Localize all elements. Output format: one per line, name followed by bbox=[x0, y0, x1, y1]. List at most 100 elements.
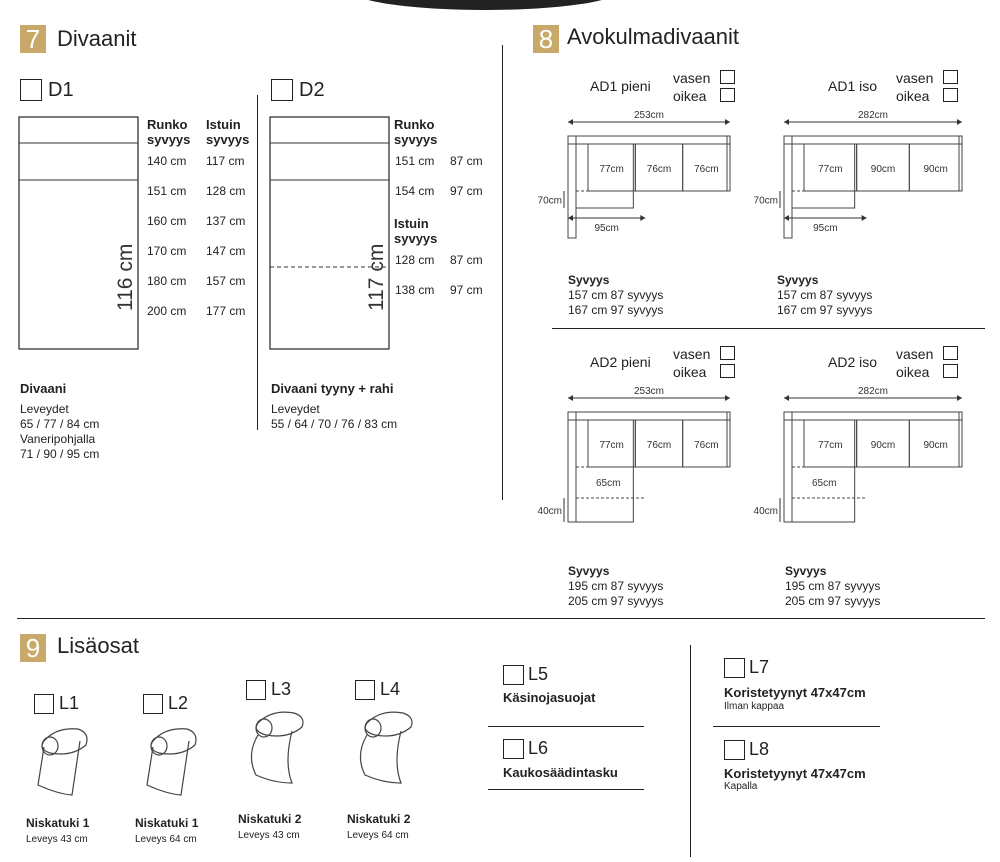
headrest-checkbox[interactable] bbox=[34, 694, 54, 714]
d2-frame-seat-depth: 87 cm bbox=[450, 154, 483, 168]
d2-frame-depth: 154 cm bbox=[395, 184, 435, 198]
headrest-code: L2 bbox=[168, 693, 189, 713]
seat-cell bbox=[908, 419, 963, 468]
d2-seat-depth: 138 cm bbox=[395, 283, 435, 297]
headrest-illustration bbox=[146, 728, 197, 796]
d2-widths: 55 / 64 / 70 / 76 / 83 cm bbox=[271, 417, 398, 431]
back-cushion bbox=[783, 411, 963, 421]
d2-widths-label: Leveydet bbox=[271, 402, 320, 416]
d1-seat-depth: 128 cm bbox=[206, 184, 246, 198]
ad-side-left-label: vasen bbox=[896, 70, 934, 86]
ad-depth-line: 195 cm 87 syvyys bbox=[568, 579, 664, 593]
d2-checkbox[interactable] bbox=[271, 79, 293, 101]
d1-header-frame-line2: syvyys bbox=[147, 132, 191, 147]
headrest-width: Leveys 43 cm bbox=[26, 834, 88, 845]
ad-depth-line: 195 cm 87 syvyys bbox=[785, 579, 881, 593]
d1-checkbox[interactable] bbox=[20, 79, 42, 101]
headrest-checkbox[interactable] bbox=[246, 680, 266, 700]
l8-checkbox[interactable] bbox=[724, 740, 745, 760]
headrest-name: Niskatuki 1 bbox=[26, 816, 90, 830]
l7-checkbox[interactable] bbox=[724, 658, 745, 678]
ad-depth-line: 157 cm 87 syvyys bbox=[777, 288, 873, 302]
d1-seat-depth: 147 cm bbox=[206, 244, 246, 258]
chaise-outline bbox=[791, 143, 856, 209]
d1-frame-depth: 140 cm bbox=[147, 154, 187, 168]
headrest-checkbox[interactable] bbox=[355, 680, 375, 700]
total-width-label: 253cm bbox=[634, 110, 664, 121]
d1-frame-depth: 170 cm bbox=[147, 244, 187, 258]
d2-header-seat-line1: Istuin bbox=[394, 216, 429, 231]
section-8-number: 8 bbox=[533, 25, 559, 53]
l6-code: L6 bbox=[528, 738, 549, 758]
l5-checkbox[interactable] bbox=[503, 665, 524, 685]
d1-name: Divaani bbox=[20, 381, 67, 396]
headrest-width: Leveys 43 cm bbox=[238, 830, 300, 841]
seat-width-label: 90cm bbox=[871, 164, 895, 175]
ad-side-left-checkbox[interactable] bbox=[943, 346, 958, 360]
chaise-width-label: 95cm bbox=[813, 223, 837, 234]
headrest-name: Niskatuki 1 bbox=[135, 816, 199, 830]
d2-header-frame-line2: syvyys bbox=[394, 132, 438, 147]
l6-checkbox[interactable] bbox=[503, 739, 524, 759]
ad-side-left-checkbox[interactable] bbox=[720, 346, 735, 360]
headrest-name: Niskatuki 2 bbox=[238, 812, 302, 826]
l8-sub: Kapalla bbox=[724, 781, 758, 792]
d1-code: D1 bbox=[48, 79, 74, 101]
headrest-roll bbox=[41, 728, 88, 755]
ad-depth-title: Syvyys bbox=[568, 564, 610, 578]
ad-side-left-checkbox[interactable] bbox=[943, 70, 958, 84]
d2-header-frame-line1: Runko bbox=[394, 117, 435, 132]
ad-name: AD1 pieni bbox=[590, 78, 651, 94]
ad-side-right-checkbox[interactable] bbox=[943, 88, 958, 102]
headrest-roll-end bbox=[364, 718, 382, 738]
seat-width-label: 90cm bbox=[923, 164, 947, 175]
ad-depth-title: Syvyys bbox=[568, 273, 610, 287]
d1-plywood-widths: 71 / 90 / 95 cm bbox=[20, 447, 100, 461]
chaise-outline bbox=[791, 419, 856, 523]
total-width-label: 282cm bbox=[858, 386, 888, 397]
l7-name: Koristetyynyt 47x47cm bbox=[724, 685, 866, 700]
seat-width-label: 76cm bbox=[647, 164, 671, 175]
headrest-checkbox[interactable] bbox=[143, 694, 163, 714]
headrest-code: L4 bbox=[380, 679, 401, 699]
d2-seat-depth: 128 cm bbox=[395, 253, 435, 267]
l8-code: L8 bbox=[749, 739, 770, 759]
d1-widths-label: Leveydet bbox=[20, 402, 69, 416]
corner-sofa-diagram: 253cm77cm76cm76cm65cm40cm95cm bbox=[538, 386, 731, 523]
headrest-illustration bbox=[37, 728, 88, 796]
seat-width-label: 77cm bbox=[599, 164, 623, 175]
d1-frame-depth: 160 cm bbox=[147, 214, 187, 228]
ad-side-left-checkbox[interactable] bbox=[720, 70, 735, 84]
d1-widths: 65 / 77 / 84 cm bbox=[20, 417, 100, 431]
d2-header-frame: Runko syvyys bbox=[394, 117, 437, 147]
d1-seat-depth: 157 cm bbox=[206, 274, 246, 288]
back-cushion bbox=[567, 135, 731, 145]
d1-header-seat-line1: Istuin bbox=[206, 117, 241, 132]
seat-width-label: 76cm bbox=[694, 164, 718, 175]
d1-seat-depth: 117 cm bbox=[206, 154, 245, 168]
headrest-roll bbox=[255, 711, 304, 737]
d1-plywood-label: Vaneripohjalla bbox=[20, 432, 96, 446]
d1-header-frame-line1: Runko bbox=[147, 117, 188, 132]
ad-side-right-label: oikea bbox=[673, 88, 707, 104]
d1-length-label: 116 cm bbox=[114, 244, 137, 311]
ad-depth-line: 167 cm 97 syvyys bbox=[777, 303, 873, 317]
l6-bottom-divider bbox=[488, 789, 644, 790]
headrest-illustration bbox=[250, 711, 304, 784]
headrest-roll bbox=[150, 728, 197, 755]
section-7-number: 7 bbox=[20, 25, 46, 53]
d2-header-seat: Istuin syvyys bbox=[394, 216, 437, 246]
d1-frame-depth: 200 cm bbox=[147, 304, 187, 318]
total-width-label: 253cm bbox=[634, 386, 664, 397]
ad-side-right-checkbox[interactable] bbox=[720, 364, 735, 378]
ad-side-right-checkbox[interactable] bbox=[720, 88, 735, 102]
ad-depth-line: 167 cm 97 syvyys bbox=[568, 303, 664, 317]
headrest-back bbox=[146, 740, 190, 796]
ad-side-right-checkbox[interactable] bbox=[943, 364, 958, 378]
ad-side-left-label: vasen bbox=[896, 346, 934, 362]
d2-frame-seat-depth: 97 cm bbox=[450, 184, 483, 198]
total-width-label: 282cm bbox=[858, 110, 888, 121]
d2-seat-seat-depth: 97 cm bbox=[450, 283, 483, 297]
d1-header-seat-line2: syvyys bbox=[206, 132, 250, 147]
